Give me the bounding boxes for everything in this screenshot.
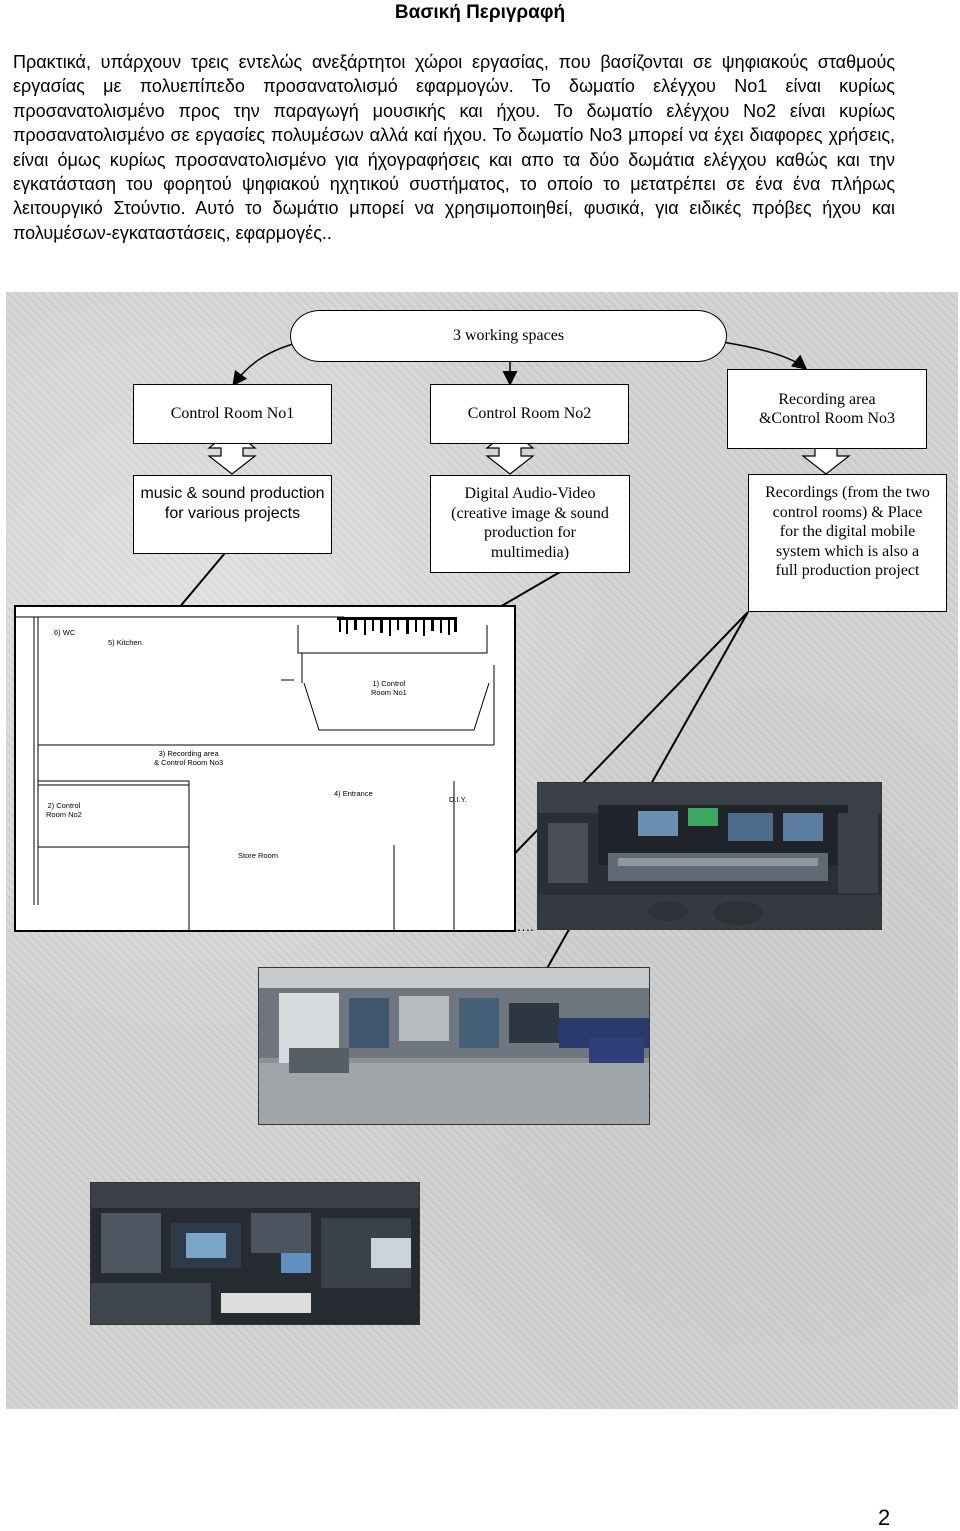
photo-recording-area bbox=[258, 967, 650, 1125]
photo-control-room-2 bbox=[90, 1182, 420, 1325]
label-control-room-2: 2) Control Room No2 bbox=[46, 801, 82, 819]
recording-area-box: Recording area &Control Room No3 bbox=[727, 369, 927, 449]
control-room-1-box: Control Room No1 bbox=[133, 384, 332, 444]
page-title: Βασική Περιγραφή bbox=[394, 2, 566, 23]
label-kitchen: 5) Kitchen bbox=[108, 638, 142, 647]
photo-control-room bbox=[537, 782, 882, 930]
photo-control-room-2-scene bbox=[91, 1183, 419, 1324]
control-room-2-box: Control Room No2 bbox=[430, 384, 629, 444]
music-production-box: music & sound production for various pro… bbox=[133, 475, 332, 554]
working-spaces-root: 3 working spaces bbox=[290, 310, 727, 362]
label-recording-area: 3) Recording area & Control Room No3 bbox=[154, 749, 224, 767]
label-control-room-1: 1) Control Room No1 bbox=[371, 679, 407, 697]
photo-recording-area-scene bbox=[259, 968, 649, 1124]
photo-control-room-scene bbox=[538, 783, 881, 929]
recordings-box: Recordings (from the two control rooms) … bbox=[748, 474, 947, 612]
audio-video-box: Digital Audio-Video (creative image & so… bbox=[430, 475, 630, 573]
intro-paragraph: Πρακτικά, υπάρχουν τρεις εντελώς ανεξάρτ… bbox=[13, 52, 895, 243]
photo-ellipsis: ….. bbox=[512, 918, 534, 934]
label-store-room: Store Room bbox=[238, 851, 279, 860]
label-wc: 6) WC bbox=[54, 628, 76, 637]
label-diy: D.I.Y. bbox=[449, 795, 467, 804]
page-number: 2 bbox=[878, 1505, 891, 1530]
floor-plan: 6) WC 5) Kitchen 1) Control Room No1 3) … bbox=[14, 605, 516, 932]
floor-plan-walls bbox=[16, 616, 495, 930]
label-entrance: 4) Entrance bbox=[334, 789, 373, 798]
